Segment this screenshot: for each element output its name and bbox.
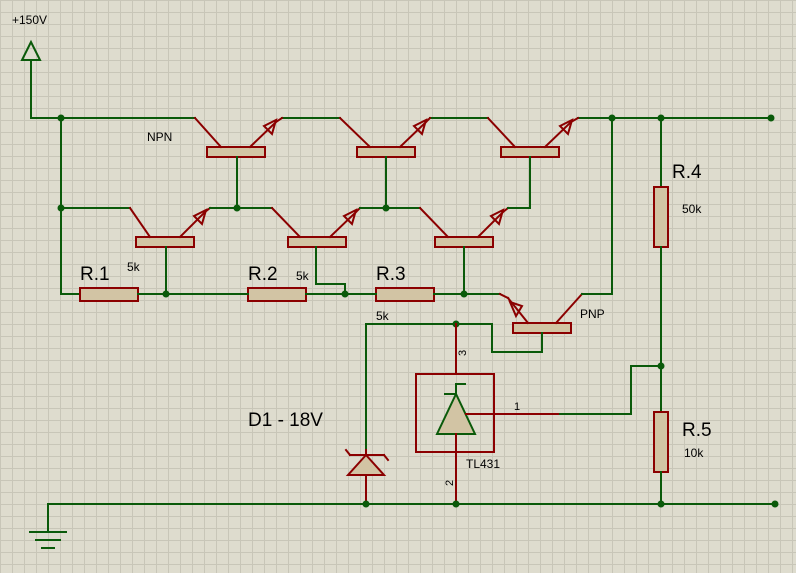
pin-3-label: 3 xyxy=(457,350,469,356)
r4-label: R.4 xyxy=(672,162,702,183)
r4-value: 50k xyxy=(682,202,702,216)
r5-label: R.5 xyxy=(682,420,712,441)
npn-transistor-top-3[interactable] xyxy=(486,116,580,209)
supply-terminal[interactable] xyxy=(20,39,42,119)
pnp-transistor[interactable] xyxy=(455,117,613,353)
r3-label: R.3 xyxy=(376,264,406,285)
pin-2-label: 2 xyxy=(444,480,456,486)
left-feed xyxy=(57,117,131,295)
r5-value: 10k xyxy=(684,446,704,460)
supply-label: +150V xyxy=(12,13,47,27)
resistor-r3[interactable] xyxy=(375,287,435,302)
pnp-label: PNP xyxy=(580,307,605,321)
zener-diode-d1[interactable] xyxy=(344,323,390,505)
npn-transistor-top-1[interactable] xyxy=(193,116,284,209)
top-rail xyxy=(30,114,775,122)
r3-value: 5k xyxy=(376,309,390,323)
ground-rail xyxy=(47,500,779,508)
d1-label: D1 - 18V xyxy=(248,410,323,431)
resistor-chain-wires xyxy=(137,290,501,298)
r2-value: 5k xyxy=(296,269,310,283)
pin-1-label: 1 xyxy=(514,401,520,413)
ground-symbol[interactable] xyxy=(29,503,67,549)
npn-label: NPN xyxy=(147,130,172,144)
feedback-wire xyxy=(559,362,665,415)
resistor-r5[interactable] xyxy=(653,411,669,505)
r2-label: R.2 xyxy=(248,264,278,285)
resistor-r2[interactable] xyxy=(247,287,307,302)
npn-transistor-top-2[interactable] xyxy=(338,116,432,209)
tl431-label: TL431 xyxy=(466,457,500,471)
resistor-r4[interactable] xyxy=(653,117,669,413)
r1-value: 5k xyxy=(127,260,141,274)
npn-transistor-mid-1[interactable] xyxy=(128,204,241,295)
r1-label: R.1 xyxy=(80,264,110,285)
npn-transistor-mid-3[interactable] xyxy=(418,206,531,295)
resistor-r1[interactable] xyxy=(79,287,139,302)
npn-transistor-mid-2[interactable] xyxy=(236,204,421,295)
tl431-regulator[interactable] xyxy=(365,320,561,505)
